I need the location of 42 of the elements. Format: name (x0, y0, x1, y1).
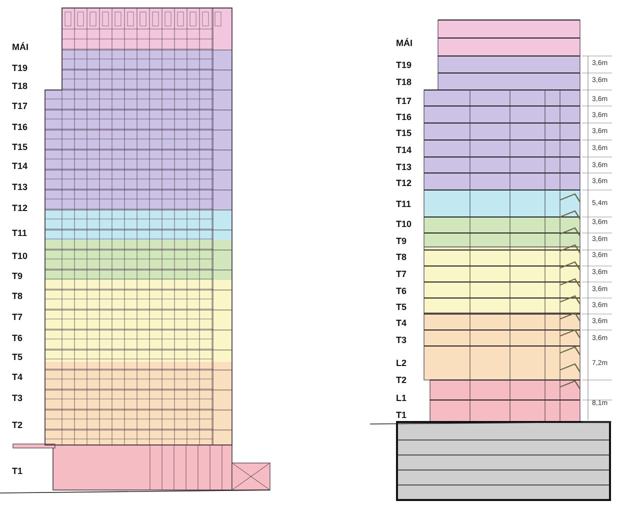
floor-label: T6 (12, 333, 23, 343)
floor-label: T16 (396, 112, 412, 122)
floor-label: MÁI (396, 38, 412, 48)
floor-label: T15 (12, 142, 28, 152)
floor-label: T5 (12, 352, 23, 362)
floor-label: T3 (12, 393, 23, 403)
floor-label: T7 (12, 312, 23, 322)
floor-label: T19 (396, 60, 412, 70)
floor-label: T9 (396, 236, 407, 246)
floor-label: L2 (396, 358, 407, 368)
floor-label: T12 (12, 203, 28, 213)
floor-label: T14 (12, 161, 28, 171)
floor-label: T4 (396, 318, 407, 328)
floor-label: T10 (12, 251, 28, 261)
floor-label: T17 (396, 96, 412, 106)
floor-label: T11 (396, 199, 412, 209)
floor-label: T12 (396, 178, 412, 188)
floor-label: T11 (12, 228, 28, 238)
floor-label: T5 (396, 302, 407, 312)
floor-label: T7 (396, 269, 407, 279)
floor-label: T17 (12, 101, 28, 111)
floor-label: T1 (12, 466, 23, 476)
floor-label: T18 (12, 81, 28, 91)
floor-label: T3 (396, 335, 407, 345)
floor-label: T8 (12, 291, 23, 301)
floor-label: T9 (12, 271, 23, 281)
floor-label: T16 (12, 122, 28, 132)
floor-label: L1 (396, 393, 407, 403)
floor-label: T15 (396, 128, 412, 138)
floor-label: T19 (12, 63, 28, 73)
floor-label: T13 (12, 182, 28, 192)
floor-label: T2 (12, 420, 23, 430)
floor-label: T18 (396, 77, 412, 87)
floor-label: T1 (396, 410, 407, 420)
floor-label: T13 (396, 162, 412, 172)
floor-label: T2 (396, 375, 407, 385)
floor-label: T6 (396, 286, 407, 296)
floor-label: T8 (396, 252, 407, 262)
floor-label: MÁI (12, 42, 28, 52)
floor-label: T4 (12, 372, 23, 382)
floor-label: T10 (396, 219, 412, 229)
floor-label: T14 (396, 145, 412, 155)
